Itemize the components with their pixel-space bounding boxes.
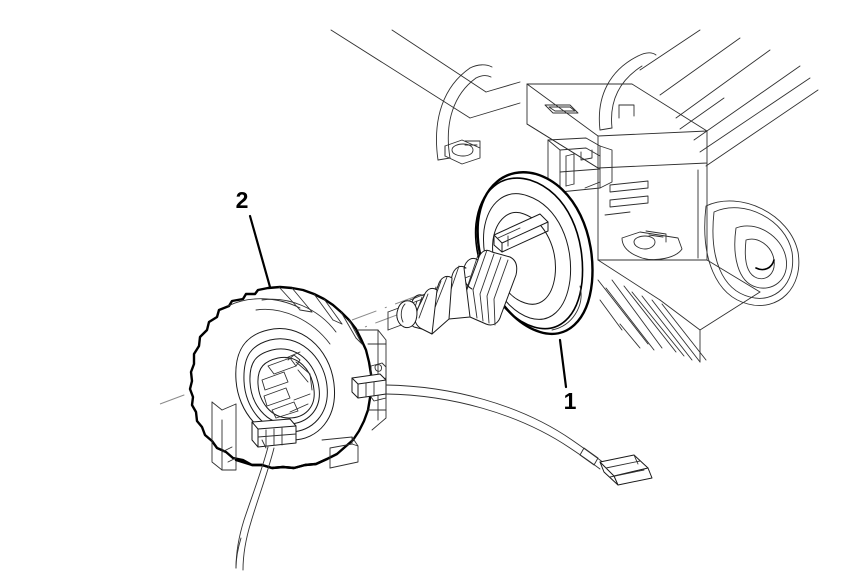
callout-1-leader <box>558 338 568 389</box>
rotor-splines <box>261 351 313 419</box>
steering-wheel-hub-disc <box>396 171 594 335</box>
callout-1: 1 <box>558 338 577 414</box>
callout-2: 2 <box>236 187 272 289</box>
callout-1-label: 1 <box>564 388 577 414</box>
clockspring-coil-cassette <box>188 285 387 471</box>
steering-column-housing <box>330 29 819 363</box>
wiring-harness <box>235 384 653 571</box>
callout-2-label: 2 <box>236 187 249 213</box>
callout-2-leader <box>248 214 272 289</box>
